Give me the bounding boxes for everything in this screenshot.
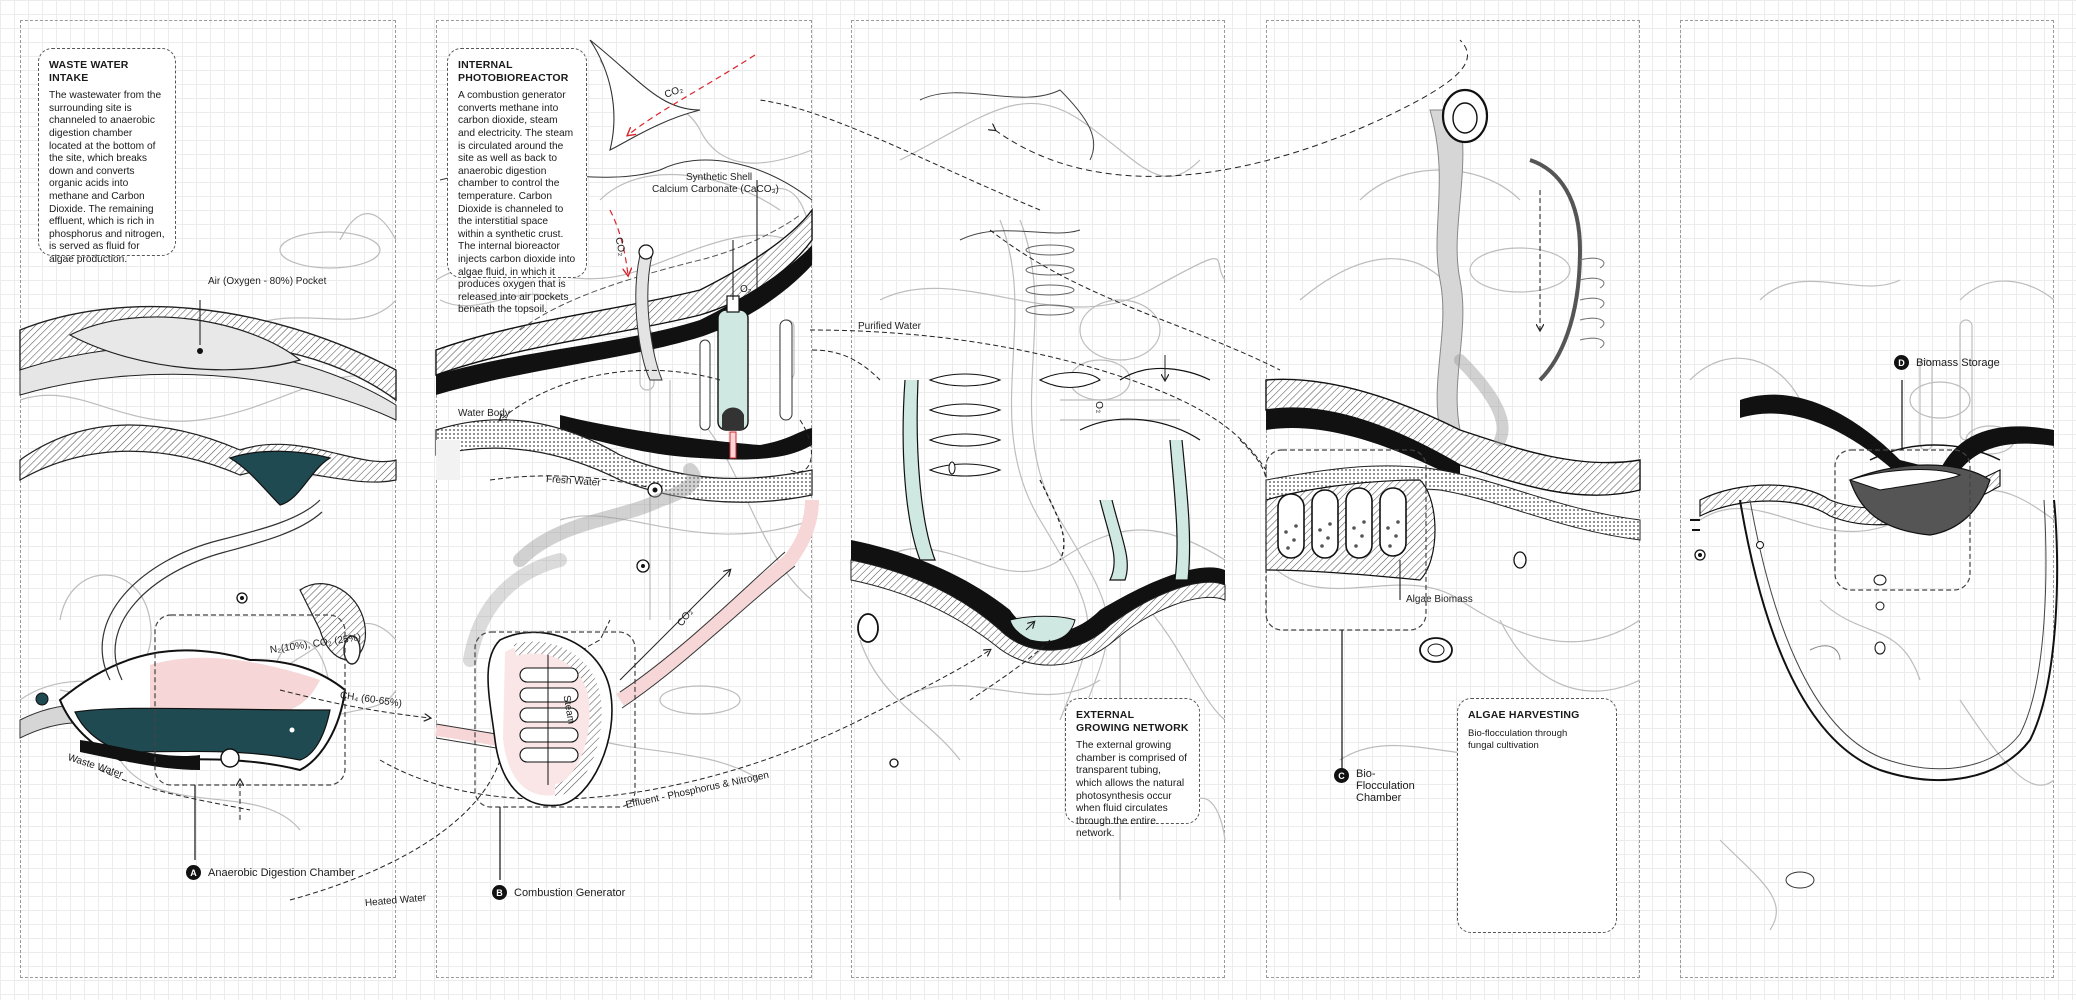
tag-b-label: Combustion Generator [514,886,626,899]
tag-a-badge: A [186,865,201,880]
tag-b-badge: B [492,885,507,900]
tag-biomass-storage: D Biomass Storage [1894,355,2000,370]
tag-d-label: Biomass Storage [1916,356,2000,369]
waste-water-intake-text: The wastewater from the surrounding site… [49,90,165,265]
panel-2-artwork [435,39,819,880]
internal-photobioreactor-heading: INTERNAL PHOTOBIOREACTOR [458,59,569,84]
algae-harvesting-box: ALGAE HARVESTING Bio-flocculation throug… [1457,698,1617,933]
panel-5-artwork [1690,380,2059,889]
internal-photobioreactor-text: A combustion generator converts methane … [458,90,576,316]
tag-anaerobic-digestion-chamber: A Anaerobic Digestion Chamber [186,865,355,880]
tag-c-badge: C [1334,768,1349,783]
external-growing-network-heading: EXTERNAL GROWING NETWORK [1076,709,1189,734]
panel-frame-5 [1680,20,2054,978]
label-air-pocket: Air (Oxygen - 80%) Pocket [208,276,327,287]
label-o2-a: O₂ [740,284,752,295]
internal-photobioreactor-box: INTERNAL PHOTOBIOREACTOR A combustion ge… [447,48,587,315]
external-growing-network-text: The external growing chamber is comprise… [1076,740,1187,840]
external-growing-network-box: EXTERNAL GROWING NETWORK The external gr… [1065,698,1200,839]
label-algae-biomass: Algae Biomass [1406,594,1473,605]
waste-water-intake-box: WASTE WATER INTAKE The wastewater from t… [38,48,176,265]
label-water-body: Water Body [458,408,510,419]
tag-a-label: Anaerobic Digestion Chamber [208,866,355,879]
panel-frame-3 [851,20,1225,978]
tag-d-badge: D [1894,355,1909,370]
label-purified-water: Purified Water [858,321,921,332]
algae-harvesting-text: Bio-flocculation through fungal cultivat… [1468,727,1568,752]
label-calcium-carbonate: Calcium Carbonate (CaCO₃) [652,184,779,195]
panel-frame-1 [20,20,396,978]
tag-combustion-generator: B Combustion Generator [492,885,625,900]
label-o2-b: O₂ [1092,400,1106,414]
panel-1-artwork [19,300,990,901]
algae-harvesting-heading: ALGAE HARVESTING [1468,709,1580,721]
panel-3-artwork [759,89,1281,768]
tag-bio-flocculation-chamber: C Bio-Flocculation Chamber [1334,768,1426,804]
waste-water-intake-heading: WASTE WATER INTAKE [49,59,129,84]
panel-frame-2 [436,20,812,978]
tag-c-label: Bio-Flocculation Chamber [1356,768,1415,804]
label-synthetic-shell: Synthetic Shell [686,172,753,183]
